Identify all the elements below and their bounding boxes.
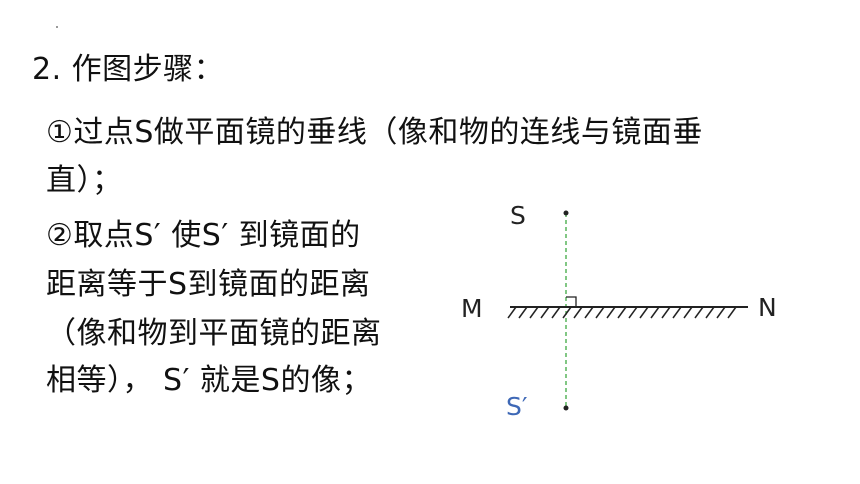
step1-text-line2: 直）； [46,163,123,198]
mirror-hatch-mark [540,306,550,319]
object-point-s [563,210,569,216]
image-point-s-prime [563,405,569,411]
label-image-s-prime: S′ [506,392,528,421]
mirror-hatch-mark [595,306,605,319]
step2-text-line3: （像和物到平面镜的距离 [46,316,382,351]
mirror-hatch-mark [639,306,649,319]
mirror-hatch-mark [694,306,704,319]
mirror-hatch-mark [716,306,726,319]
label-mirror-n: N [758,293,777,322]
mirror-hatch-mark [617,306,627,319]
label-mirror-m: M [461,294,483,323]
mirror-hatch-mark [584,306,594,319]
mirror-hatch-mark [573,306,583,319]
mirror-hatch-mark [705,306,715,319]
mirror-hatch-mark [683,306,693,319]
step2-text-line4: 相等）， S′ 就是S的像； [46,363,372,398]
mirror-hatch-mark [606,306,616,319]
mirror-hatch-mark [507,306,517,319]
label-object-s: S [510,201,526,230]
step2-text-line2: 距离等于S到镜面的距离 [46,267,371,302]
mirror-hatching [507,306,737,319]
right-angle-marker [566,296,577,307]
mirror-hatch-mark [529,306,539,319]
mirror-hatch-mark [650,306,660,319]
mirror-hatch-mark [727,306,737,319]
mirror-hatch-mark [562,306,572,319]
step2-text-line1: ②取点S′ 使S′ 到镜面的 [46,218,361,253]
step-heading: 2. 作图步骤： [32,52,225,87]
mirror-hatch-mark [661,306,671,319]
step1-text-line1: ①过点S做平面镜的垂线（像和物的连线与镜面垂 [46,115,703,150]
mirror-hatch-mark [551,306,561,319]
stray-dot [56,26,58,28]
mirror-hatch-mark [518,306,528,319]
mirror-hatch-mark [672,306,682,319]
mirror-hatch-mark [628,306,638,319]
